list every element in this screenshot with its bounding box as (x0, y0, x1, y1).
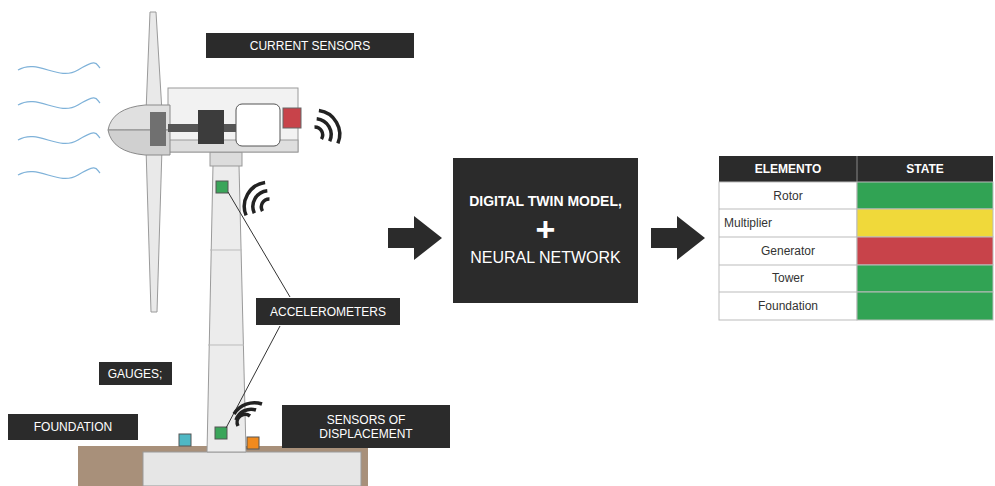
nacelle (168, 88, 298, 152)
table-header: STATE (906, 162, 944, 176)
node-text: SENSORS OF DISPLACEMENT (290, 413, 442, 441)
sensor-label: CURRENT SENSORS (206, 33, 414, 58)
table-header: ELEMENTO (755, 162, 821, 176)
accelerometer (216, 181, 228, 193)
node-text: NEURAL NETWORK (470, 248, 621, 269)
node-text: DIGITAL TWIN MODEL, (469, 192, 622, 210)
generator (236, 104, 280, 146)
table-cell: Foundation (758, 299, 818, 313)
multiplier (198, 110, 224, 144)
node-text: FOUNDATION (34, 420, 112, 434)
block-arrow (388, 216, 442, 260)
foundation-block (143, 452, 361, 486)
sensor-label: ACCELEROMETERS (256, 298, 400, 325)
table-cell: Rotor (773, 189, 802, 203)
wireless-icon (234, 106, 346, 426)
node-text: + (536, 211, 556, 248)
block-arrow (651, 216, 705, 260)
table-cell: Generator (761, 244, 815, 258)
sensor-label: SENSORS OF DISPLACEMENT (282, 405, 450, 448)
node-text: GAUGES; (108, 367, 163, 381)
state-table (719, 156, 993, 320)
gauge-sensor (179, 434, 191, 446)
current-sensor (283, 108, 301, 128)
blade (146, 12, 162, 112)
process-box: DIGITAL TWIN MODEL,+NEURAL NETWORK (453, 158, 638, 303)
accelerometer (215, 427, 227, 439)
wind-lines (18, 63, 100, 179)
node-text: CURRENT SENSORS (250, 39, 370, 53)
rotor-hub (150, 112, 166, 146)
displacement-sensor (247, 437, 259, 449)
part-label: FOUNDATION (8, 414, 138, 440)
table-cell: Tower (772, 271, 804, 285)
sensor-label: GAUGES; (99, 362, 172, 385)
node-text: ACCELEROMETERS (270, 305, 386, 319)
blade (146, 148, 162, 312)
table-cell: Multiplier (724, 216, 772, 230)
